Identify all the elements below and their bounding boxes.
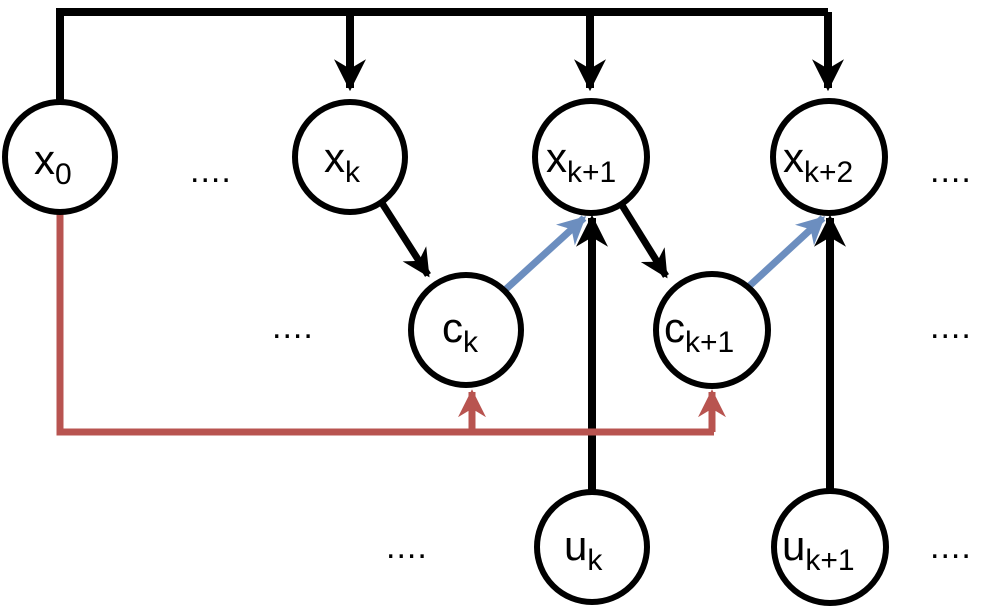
edge-xk1-to-ck1: [617, 200, 669, 279]
node-uk: uk: [534, 489, 650, 605]
node-xk2: xk+2: [770, 98, 888, 216]
ellipsis-middle-right: ....: [930, 308, 972, 346]
node-xk2-sub: k+2: [804, 156, 853, 189]
node-uk-main: u: [564, 522, 587, 569]
ellipsis-middle-left: ....: [272, 308, 314, 346]
node-xk-main: x: [324, 134, 345, 181]
node-uk1-sub: k+1: [805, 544, 854, 577]
node-xk1: xk+1: [532, 98, 650, 216]
ellipsis-top-left: ....: [190, 152, 232, 190]
node-x0-sub: 0: [55, 158, 72, 191]
node-xk: xk: [292, 99, 408, 215]
node-ck1-main: c: [664, 304, 685, 351]
ellipsis-bottom-left: ....: [386, 528, 428, 566]
edges: [56, 8, 846, 492]
node-ck-main: c: [442, 304, 463, 351]
edge-x0-top-bus: [56, 8, 828, 100]
svg-text:uk: uk: [564, 522, 603, 577]
node-uk1: uk+1: [771, 488, 889, 606]
edge-ck1-to-xk2: [742, 215, 826, 293]
svg-text:ck: ck: [442, 304, 479, 359]
node-ck-sub: k: [463, 326, 479, 359]
svg-text:xk: xk: [324, 134, 361, 189]
node-xk1-main: x: [546, 134, 567, 181]
node-uk1-main: u: [782, 522, 805, 569]
node-x0: x0: [2, 99, 118, 215]
node-ck1-sub: k+1: [685, 326, 734, 359]
edge-x0-red-bus: [56, 212, 714, 436]
ellipsis-bottom-right: ....: [930, 528, 972, 566]
node-uk-sub: k: [587, 544, 603, 577]
node-x0-main: x: [34, 136, 55, 183]
ellipsis-top-right: ....: [930, 152, 972, 190]
node-xk1-sub: k+1: [567, 156, 616, 189]
svg-text:xk+1: xk+1: [546, 134, 616, 189]
svg-text:uk+1: uk+1: [782, 522, 855, 577]
svg-text:x0: x0: [34, 136, 72, 191]
edge-ck-to-xk1: [502, 215, 587, 293]
node-ck: ck: [408, 272, 524, 388]
node-xk-sub: k: [345, 156, 361, 189]
svg-text:ck+1: ck+1: [664, 304, 734, 359]
edge-xk-to-ck: [377, 198, 431, 278]
node-xk2-main: x: [783, 134, 804, 181]
node-ck1: ck+1: [653, 271, 771, 389]
svg-text:xk+2: xk+2: [783, 134, 853, 189]
